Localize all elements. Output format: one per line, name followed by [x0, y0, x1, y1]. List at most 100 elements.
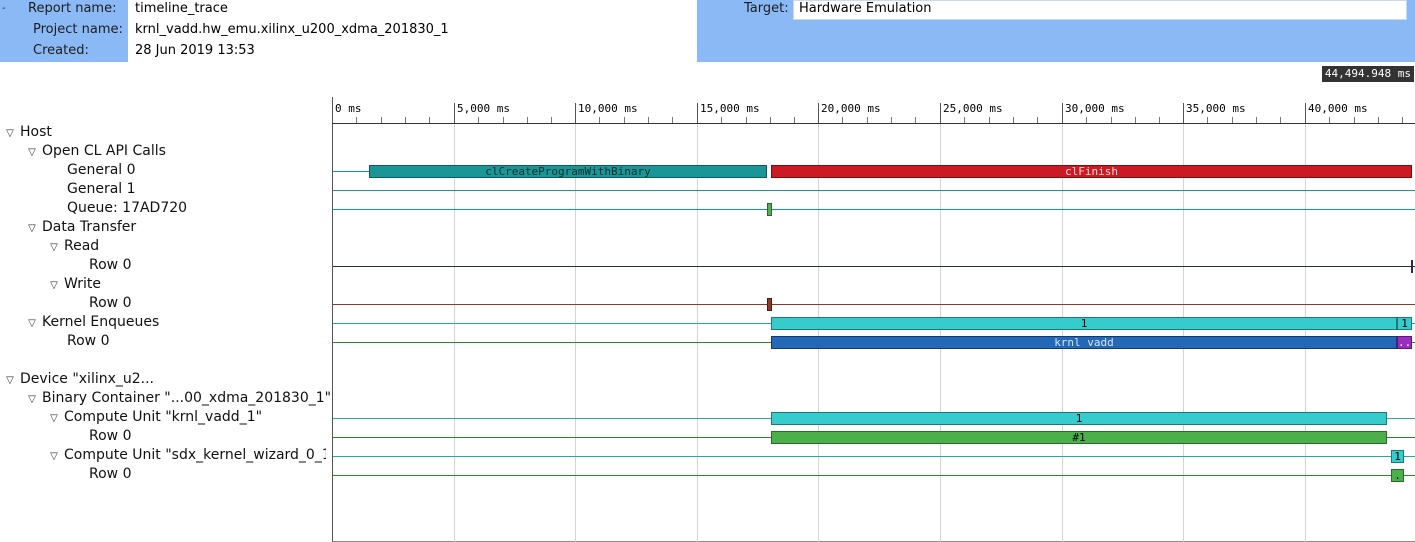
bar-cu-sdx-row[interactable]: . [1391, 469, 1404, 482]
ruler-minor-tick [1037, 117, 1038, 123]
collapse-triangle-icon[interactable]: ▽ [6, 375, 14, 386]
collapse-triangle-icon[interactable]: ▽ [50, 242, 58, 253]
tree-kernel-enqueues-label: Kernel Enqueues [42, 314, 160, 330]
target-value: Hardware Emulation [799, 1, 932, 16]
timeline-gridline [818, 124, 819, 542]
tree-general-1[interactable]: General 1 [67, 181, 136, 197]
timeline-gridline [575, 124, 576, 542]
created-label: Created: [33, 43, 89, 58]
target-field [793, 0, 1407, 20]
ruler-minor-tick [1207, 117, 1208, 123]
ruler-minor-tick [1232, 117, 1233, 123]
tree-data-transfer[interactable]: ▽Data Transfer [26, 218, 136, 237]
target-label: Target: [744, 1, 789, 16]
tree-device-label: Device "xilinx_u2... [20, 371, 155, 387]
ruler-major-tick [454, 103, 455, 123]
lane-line-cu-sdx-row-0 [333, 475, 1415, 476]
timeline-gridline [1062, 124, 1063, 542]
bar-write-event[interactable] [767, 298, 772, 311]
ruler-major-tick [1305, 103, 1306, 123]
ruler-major-tick [575, 103, 576, 123]
tree-opencl-api-calls-label: Open CL API Calls [42, 143, 166, 159]
tree-read-label: Read [64, 238, 100, 254]
ruler-tick-label: 0 ms [335, 102, 362, 115]
tree-cu-krnl-vadd-row-0[interactable]: Row 0 [89, 428, 132, 444]
tree-cu-sdx-label: Compute Unit "sdx_kernel_wizard_0_1 [64, 447, 326, 463]
collapse-triangle-icon[interactable]: ▽ [50, 413, 58, 424]
report-name-value: timeline_trace [135, 1, 228, 16]
bar-cu-vadd-row[interactable]: #1 [771, 431, 1387, 444]
collapse-triangle-icon[interactable]: ▽ [28, 147, 36, 158]
tree-host-label: Host [20, 124, 52, 140]
ruler-minor-tick [746, 117, 747, 123]
report-info-values-panel [128, 0, 697, 62]
bar-read-event[interactable] [1411, 260, 1413, 273]
tree-device[interactable]: ▽ Device "xilinx_u2... [4, 370, 154, 389]
bar-cl-finish[interactable]: clFinish [771, 165, 1412, 178]
timeline-gridline [454, 124, 455, 542]
report-name-label: Report name: [28, 1, 117, 16]
created-value: 28 Jun 2019 13:53 [135, 43, 255, 58]
lane-line-write [333, 304, 1415, 305]
project-name-label: Project name: [33, 22, 123, 37]
report-info-label-panel [0, 0, 128, 62]
ruler-minor-tick [599, 117, 600, 123]
tree-queue[interactable]: Queue: 17AD720 [67, 200, 188, 216]
tree-write-row-0[interactable]: Row 0 [89, 295, 132, 311]
tree-general-0[interactable]: General 0 [67, 162, 136, 178]
tree-write-label: Write [64, 276, 101, 292]
tree-write[interactable]: ▽ Write [48, 275, 101, 294]
tree-kernel-row-0[interactable]: Row 0 [67, 333, 110, 349]
ruler-minor-tick [1256, 117, 1257, 123]
ruler-tick-label: 40,000 ms [1308, 102, 1368, 115]
ruler-minor-tick [1159, 117, 1160, 123]
collapse-triangle-icon[interactable]: ▽ [50, 280, 58, 291]
tree-binary-container[interactable]: ▽ Binary Container "...00_xdma_201830_1" [26, 389, 331, 408]
bar-kernel-enqueue-2[interactable]: 1 [1397, 317, 1412, 330]
ruler-minor-tick [1086, 117, 1087, 123]
ruler-minor-tick [1111, 117, 1112, 123]
ruler-minor-tick [1135, 117, 1136, 123]
tree-opencl-api-calls[interactable]: ▽ Open CL API Calls [26, 142, 166, 161]
lane-line-general-0 [333, 171, 369, 172]
bar-kernel-enqueue-1[interactable]: 1 [771, 317, 1397, 330]
ruler-minor-tick [721, 117, 722, 123]
time-ruler[interactable] [332, 123, 1415, 124]
cursor-time-readout: 44,494.948 ms [1321, 66, 1414, 82]
collapse-triangle-icon[interactable]: ▽ [50, 451, 58, 462]
ruler-major-tick [818, 103, 819, 123]
bar-cl-create-program-with-binary[interactable]: clCreateProgramWithBinary [369, 165, 767, 178]
collapse-triangle-icon[interactable]: ▽ [6, 128, 14, 139]
ruler-major-tick [1062, 103, 1063, 123]
tree-cu-sdx-row-0[interactable]: Row 0 [89, 466, 132, 482]
collapse-triangle-icon[interactable]: ▽ [28, 394, 36, 405]
tree-cu-sdx[interactable]: ▽ Compute Unit "sdx_kernel_wizard_0_1 [48, 446, 326, 465]
bar-cu-vadd-count[interactable]: 1 [771, 412, 1387, 425]
tree-read[interactable]: ▽ Read [48, 237, 99, 256]
lane-line-general-1 [333, 190, 1415, 191]
ruler-minor-tick [1402, 117, 1403, 123]
ruler-minor-tick [405, 117, 406, 123]
ruler-tick-label: 5,000 ms [457, 102, 510, 115]
tree-kernel-enqueues[interactable]: ▽ Kernel Enqueues [26, 313, 159, 332]
collapse-header-button[interactable]: - [2, 3, 6, 14]
collapse-triangle-icon[interactable]: ▽ [28, 223, 36, 234]
collapse-triangle-icon[interactable]: ▽ [28, 318, 36, 329]
tree-binary-container-label: Binary Container "...00_xdma_201830_1" [42, 390, 332, 406]
tree-read-row-0[interactable]: Row 0 [89, 257, 132, 273]
ruler-minor-tick [381, 117, 382, 123]
ruler-minor-tick [867, 117, 868, 123]
ruler-minor-tick [989, 117, 990, 123]
ruler-minor-tick [356, 117, 357, 123]
ruler-minor-tick [1354, 117, 1355, 123]
ruler-minor-tick [891, 117, 892, 123]
tree-cu-krnl-vadd[interactable]: ▽ Compute Unit "krnl_vadd_1" [48, 408, 262, 427]
ruler-minor-tick [1378, 117, 1379, 123]
tree-host[interactable]: ▽ Host [4, 123, 52, 142]
lane-line-cu-sdx [333, 456, 1415, 457]
bar-cu-sdx-count[interactable]: 1 [1391, 450, 1404, 463]
bar-krnl-vadd[interactable]: krnl_vadd [771, 336, 1397, 349]
bar-queue-event[interactable] [767, 203, 772, 216]
bar-krnl-vadd-small[interactable]: .. [1397, 336, 1412, 349]
tree-cu-krnl-vadd-label: Compute Unit "krnl_vadd_1" [64, 409, 263, 425]
